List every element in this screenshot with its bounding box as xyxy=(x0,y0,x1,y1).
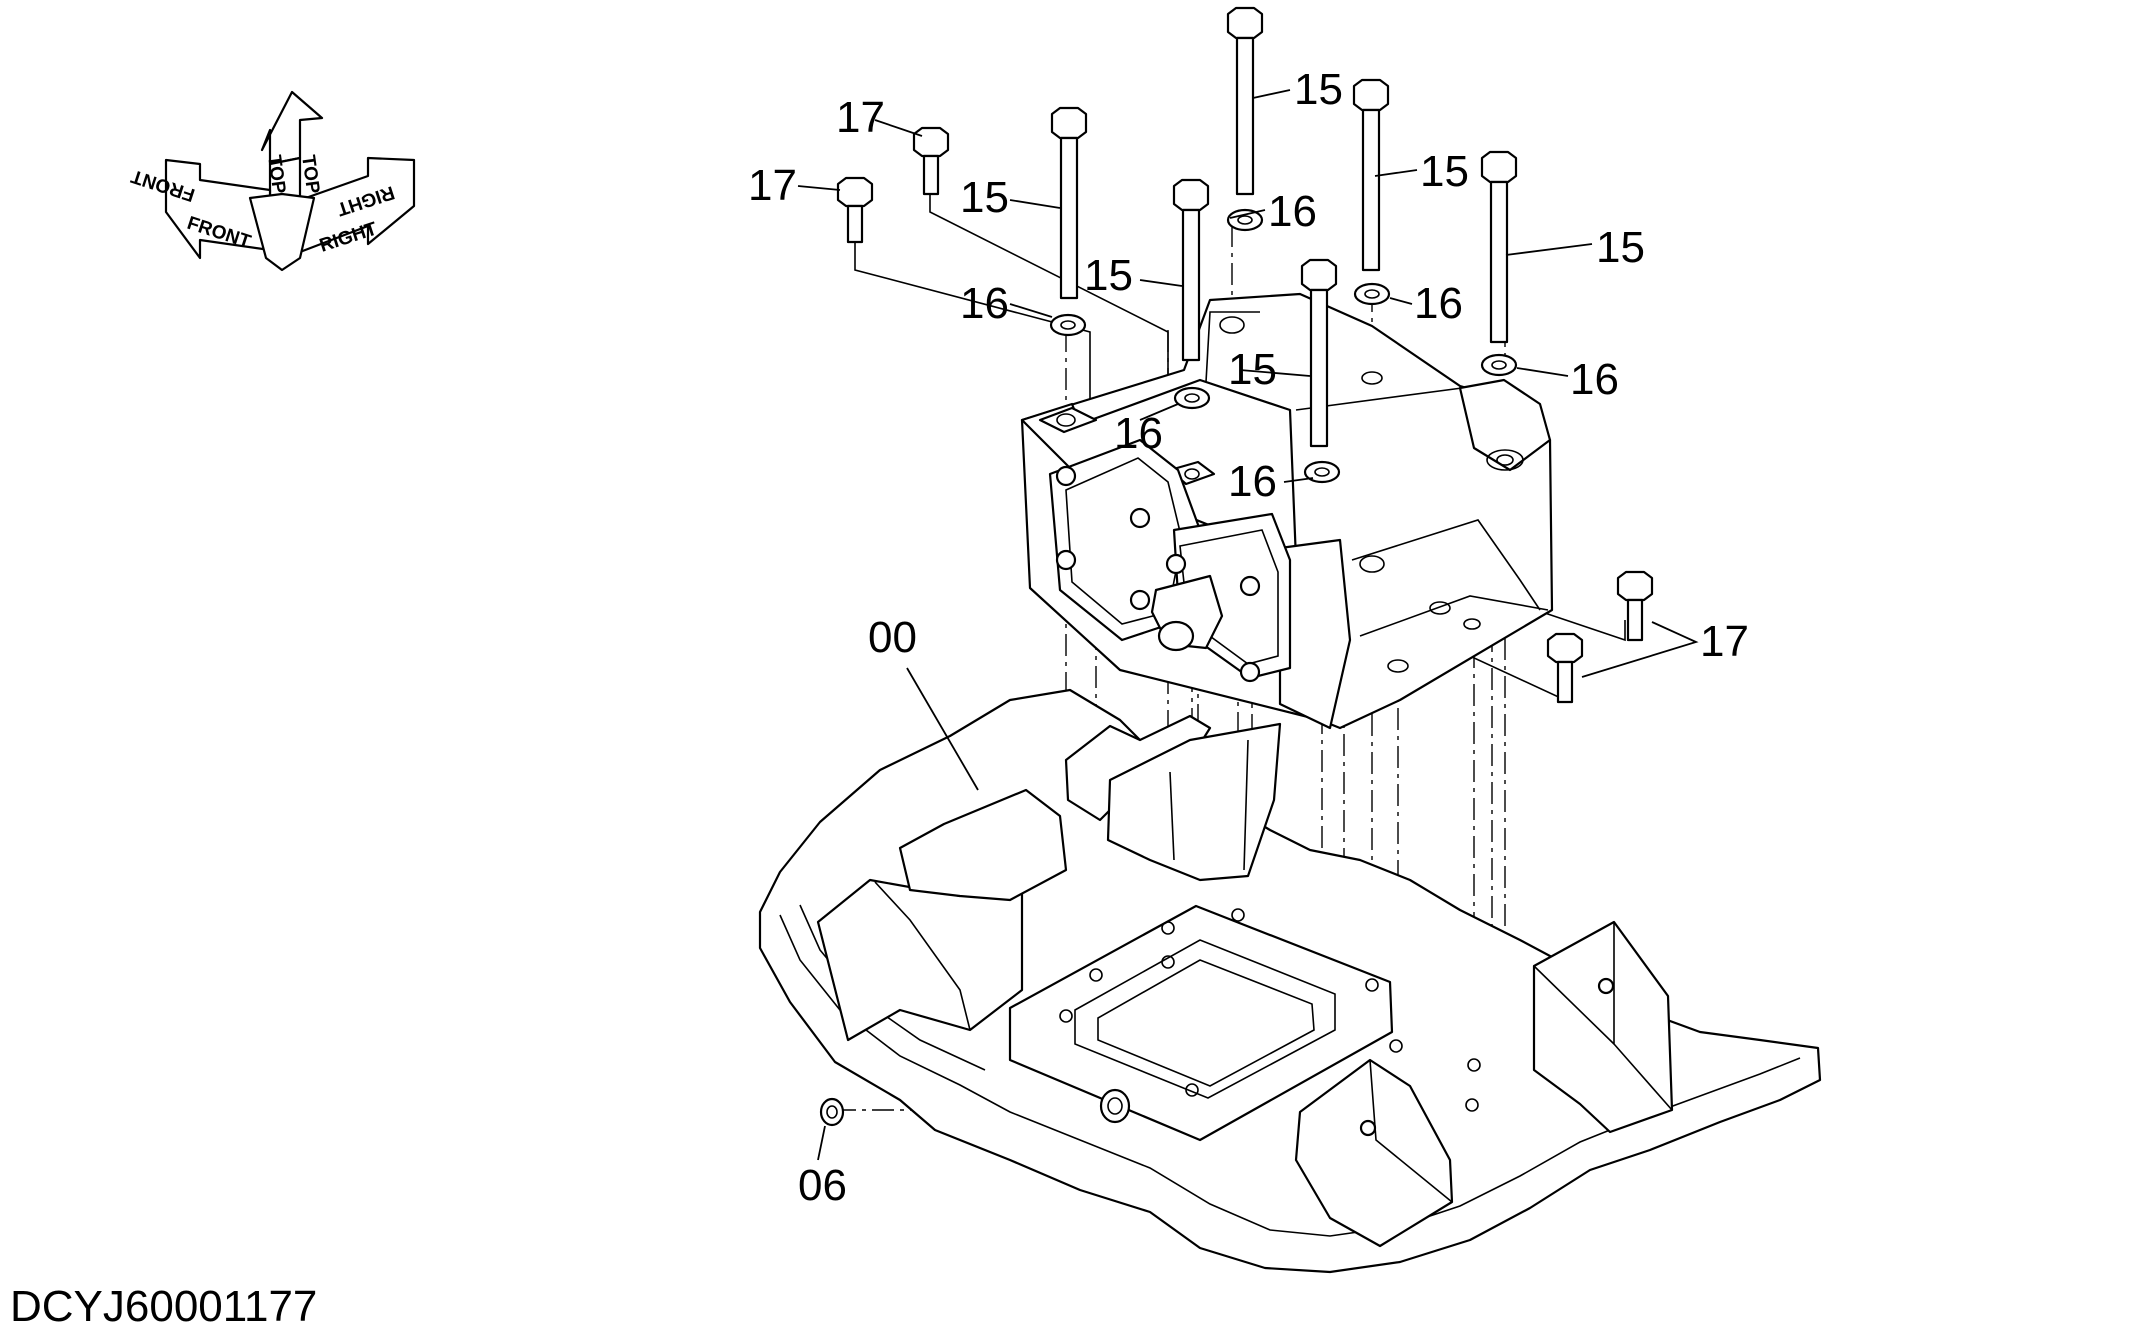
short-bolt-2 xyxy=(912,126,950,196)
callout-17-right: 17 xyxy=(1700,617,1749,666)
callout-15-d: 15 xyxy=(1228,345,1277,394)
washers xyxy=(1049,208,1518,484)
washer-3 xyxy=(1226,208,1264,232)
callout-17-upper: 17 xyxy=(836,93,885,142)
long-bolt-2 xyxy=(1172,178,1210,362)
callout-16-e: 16 xyxy=(1228,457,1277,506)
washer-6 xyxy=(1480,353,1518,377)
callout-06: 06 xyxy=(798,1161,847,1210)
long-bolt-4 xyxy=(1300,258,1338,448)
callout-16-a: 16 xyxy=(960,279,1009,328)
main-unit xyxy=(1020,292,1554,730)
short-bolt-4 xyxy=(1546,632,1584,704)
callout-15-a: 15 xyxy=(960,173,1009,222)
long-bolt-3 xyxy=(1226,6,1264,196)
callout-16-b: 16 xyxy=(1268,187,1317,236)
callout-16-d: 16 xyxy=(1414,279,1463,328)
callout-00: 00 xyxy=(868,613,917,662)
long-bolt-1 xyxy=(1050,106,1088,300)
callout-15-e: 15 xyxy=(1420,147,1469,196)
frame-assembly xyxy=(758,688,1822,1274)
callout-15-f: 15 xyxy=(1596,223,1645,272)
washer-1 xyxy=(1049,313,1087,337)
callout-15-c: 15 xyxy=(1294,65,1343,114)
long-bolt-5 xyxy=(1352,78,1390,272)
callout-16-f: 16 xyxy=(1570,355,1619,404)
orientation-cube xyxy=(248,192,316,272)
orientation-indicator: FRONT FRONT TOP TOP RIGHT RIGHT xyxy=(128,90,416,272)
document-id: DCYJ60001177 xyxy=(10,1282,318,1331)
short-bolts xyxy=(836,126,1654,704)
plug xyxy=(819,1097,845,1127)
washer-2 xyxy=(1173,386,1211,410)
short-bolt-1 xyxy=(836,176,874,244)
callout-15-b: 15 xyxy=(1084,251,1133,300)
callout-17-left: 17 xyxy=(748,161,797,210)
long-bolts xyxy=(1050,6,1518,448)
washer-4 xyxy=(1303,460,1341,484)
callout-16-c: 16 xyxy=(1114,409,1163,458)
leader-lines xyxy=(797,89,1699,1161)
short-bolt-3 xyxy=(1616,570,1654,642)
long-bolt-6 xyxy=(1480,150,1518,344)
washer-5 xyxy=(1353,282,1391,306)
callout-labels: 17 17 17 15 15 15 15 15 15 16 16 16 16 1… xyxy=(748,65,1749,1210)
orientation-right-arrow xyxy=(298,156,416,254)
